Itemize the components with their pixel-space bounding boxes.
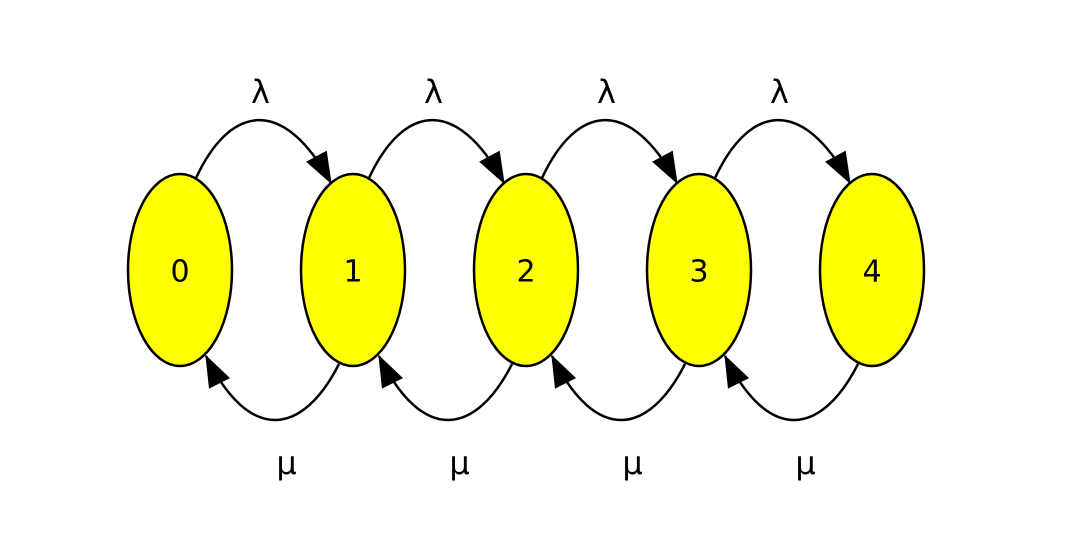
state-node-label: 2 [516, 255, 535, 290]
transition-backward-4-3 [723, 354, 860, 422]
state-node-shape [126, 172, 234, 368]
state-node-label: 1 [343, 255, 362, 290]
arrowhead [724, 354, 750, 389]
state-node-label: 4 [862, 255, 881, 290]
transition-forward-2-3 [540, 118, 679, 185]
arrowhead [306, 150, 332, 185]
state-node-0: 0 [126, 172, 234, 368]
state-node-shape [299, 172, 407, 368]
state-node-shape [645, 172, 753, 368]
transition-rate-label: λ [251, 73, 270, 111]
state-node-label: 0 [170, 255, 189, 290]
transition-forward-1-2 [367, 118, 506, 185]
transition-forward-3-4 [713, 118, 852, 185]
transition-rate-label: λ [597, 73, 616, 111]
arrowhead [652, 150, 678, 185]
transition-arc [204, 355, 341, 422]
transition-rate-label: μ [449, 444, 469, 482]
transition-arc [540, 118, 679, 184]
arrowhead [551, 354, 577, 389]
state-node-2: 2 [472, 172, 580, 368]
state-node-label: 3 [689, 255, 708, 290]
transition-backward-1-0 [204, 354, 341, 422]
transition-arc [550, 355, 687, 422]
state-node-3: 3 [645, 172, 753, 368]
arrowhead [378, 354, 404, 389]
state-node-1: 1 [299, 172, 407, 368]
transition-backward-2-1 [377, 354, 514, 422]
edge-labels-layer: λ λ λ λ μ μ μ μ [251, 73, 816, 482]
transition-rate-label: μ [795, 444, 815, 482]
state-node-4: 4 [818, 172, 926, 368]
transition-arc [723, 355, 860, 422]
arrowhead [479, 150, 505, 185]
transition-forward-0-1 [194, 118, 333, 185]
edges-layer [194, 118, 860, 422]
arrowhead [825, 150, 851, 185]
transition-arc [377, 355, 514, 422]
transition-arc [713, 118, 852, 184]
transition-rate-label: μ [276, 444, 296, 482]
state-node-shape [818, 172, 926, 368]
state-node-shape [472, 172, 580, 368]
transition-rate-label: μ [622, 444, 642, 482]
transition-arc [194, 118, 333, 184]
transition-rate-label: λ [424, 73, 443, 111]
arrowhead [205, 354, 231, 389]
transition-arc [367, 118, 506, 184]
transition-backward-3-2 [550, 354, 687, 422]
nodes-layer: 0 1 2 3 4 [126, 172, 926, 368]
transition-rate-label: λ [770, 73, 789, 111]
